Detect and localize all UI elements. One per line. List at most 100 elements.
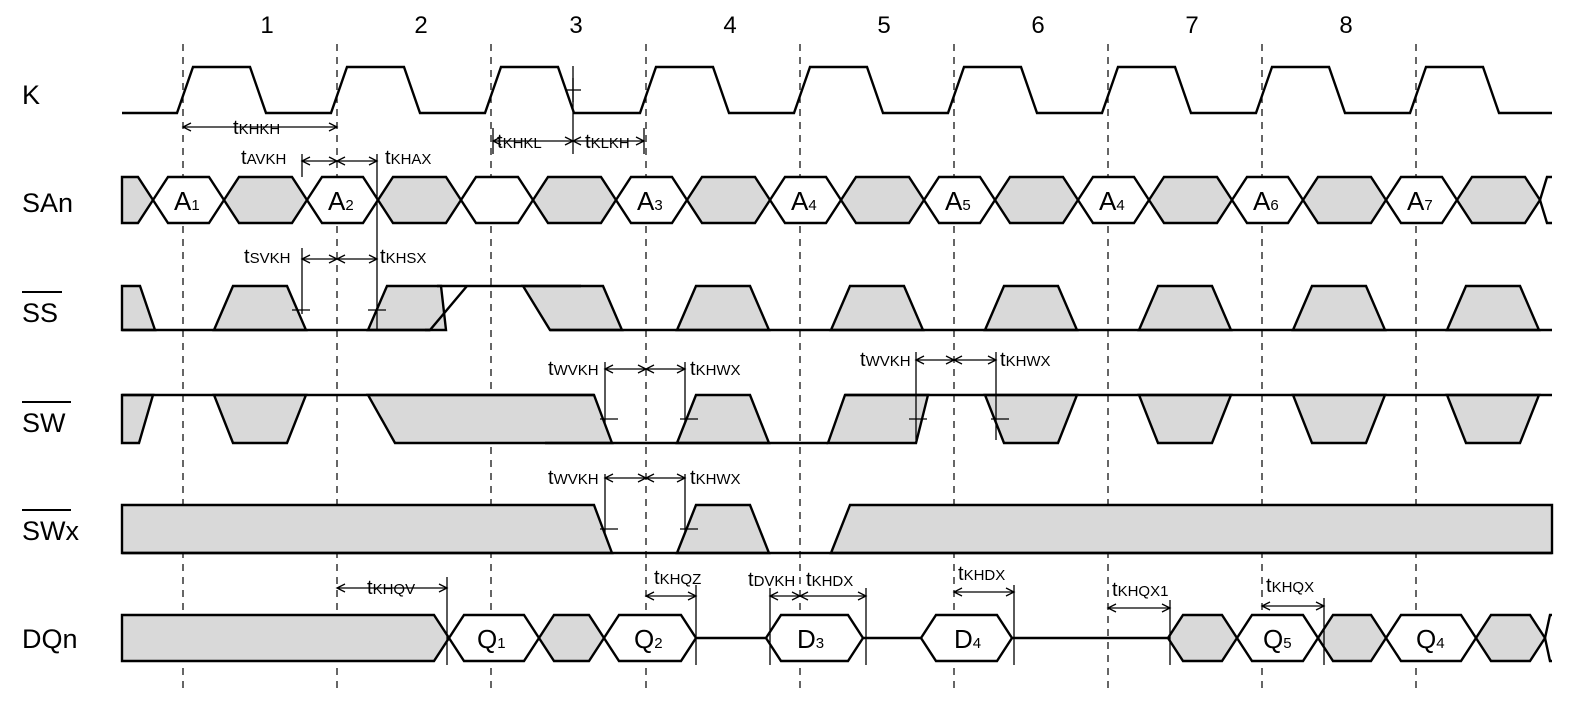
swx-waveform: [120, 503, 1554, 555]
timing-label-avkh: tAVKH: [241, 147, 286, 169]
data-label: Q5: [1263, 624, 1292, 654]
ss-pulse: [983, 284, 1079, 332]
timing-label-khsx: tKHSX: [380, 246, 426, 268]
signal-label-ss: SS: [22, 298, 58, 328]
bus-invalid: [1301, 175, 1388, 225]
address-label: A4: [1099, 186, 1125, 216]
san-bus: [120, 175, 1552, 225]
bus-invalid: [531, 175, 618, 225]
sw-pulse: [212, 393, 308, 445]
arrowhead: [603, 364, 687, 374]
bus-edge: [1543, 613, 1552, 663]
cycle-number: 3: [569, 12, 582, 39]
timing-label-khqx1: tKHQX1: [1112, 579, 1168, 601]
bus-edge: [1538, 175, 1552, 225]
ss-pulse: [1137, 284, 1233, 332]
data-label: D3: [797, 624, 824, 654]
bus-invalid: [1455, 175, 1542, 225]
arrowhead: [914, 355, 998, 365]
data-label: Q4: [1416, 624, 1445, 654]
ss-pulse: [675, 284, 771, 332]
ss-pulse: [520, 284, 624, 332]
timing-dimensions: [181, 66, 1326, 665]
cycle-number: 5: [877, 12, 890, 39]
arrowhead: [300, 254, 379, 264]
sw-pulse: [1445, 393, 1541, 445]
bus-invalid: [1147, 175, 1234, 225]
cycle-numbers: 1 2 3 4 5 6 7 8: [260, 12, 1352, 39]
timing-label-khwx: tKHWX: [1000, 349, 1051, 371]
bus-invalid: [376, 175, 463, 225]
ss-pulse: [120, 284, 157, 332]
ss-pulse: [1445, 284, 1541, 332]
arrowhead: [768, 591, 868, 601]
cycle-number: 8: [1339, 12, 1352, 39]
timing-label-wvkh: tWVKH: [548, 467, 599, 489]
address-label: A5: [945, 186, 971, 216]
address-label: A7: [1407, 186, 1433, 216]
timing-label-khkh: tKHKH: [233, 117, 280, 139]
swx-pulse: [120, 503, 614, 555]
arrowhead: [181, 122, 339, 132]
arrowhead: [335, 583, 449, 593]
ss-pulse: [829, 284, 925, 332]
timing-label-svkh: tSVKH: [244, 246, 290, 268]
ss-pulse: [212, 284, 308, 332]
sw-pulse: [365, 393, 614, 445]
timing-label-khqx: tKHQX: [1266, 575, 1314, 597]
cycle-number: 7: [1185, 12, 1198, 39]
bus-invalid: [120, 175, 155, 225]
cycle-number: 1: [260, 12, 273, 39]
arrowhead: [603, 473, 687, 483]
arrowhead: [644, 591, 698, 601]
arrowhead: [1260, 601, 1326, 611]
address-label: A3: [637, 186, 663, 216]
data-label: Q2: [634, 624, 663, 654]
timing-label-khax: tKHAX: [385, 147, 431, 169]
san-values: A1 A2 A3 A4 A5 A4 A6 A7: [174, 186, 1433, 216]
data-label: Q1: [477, 624, 506, 654]
signal-labels: K SAn SS SW SWx DQn: [22, 80, 79, 654]
signal-label-san: SAn: [22, 188, 73, 218]
timing-label-khwx: tKHWX: [690, 467, 741, 489]
timing-label-khdx: tKHDX: [806, 569, 853, 591]
signal-label-sw: SW: [22, 408, 66, 438]
cycle-number: 6: [1031, 12, 1044, 39]
timing-label-khqv: tKHQV: [367, 577, 415, 599]
sw-pulse: [1137, 393, 1233, 445]
timing-label-khqz: tKHQZ: [654, 567, 701, 589]
swx-pulse: [829, 503, 1554, 555]
arrowhead: [491, 136, 646, 146]
bus-valid: [459, 175, 535, 225]
k-clock-waveform: [122, 65, 1552, 115]
timing-label-wvkh: tWVKH: [548, 358, 599, 380]
sw-pulse: [120, 393, 155, 445]
arrowhead: [300, 156, 379, 166]
timing-label-khkl: tKHKL: [497, 131, 542, 153]
ss-waveform: [120, 284, 1552, 332]
address-label: A6: [1253, 186, 1279, 216]
dqn-values: Q1 Q2 D3 D4 Q5 Q4: [477, 624, 1445, 654]
sw-pulse: [1291, 393, 1387, 445]
dqn-bus: [120, 613, 1552, 663]
bus-invalid: [685, 175, 772, 225]
timing-label-klkh: tKLKH: [585, 131, 630, 153]
timing-labels: tKHKH tKHKL tKLKH tAVKH tKHAX tSVKH tKHS…: [233, 117, 1314, 601]
arrowhead: [1106, 603, 1172, 613]
sw-waveform: [120, 393, 1552, 445]
timing-label-khdx: tKHDX: [958, 563, 1005, 585]
bus-invalid: [537, 613, 606, 663]
bus-invalid: [1166, 613, 1239, 663]
bus-invalid: [1316, 613, 1388, 663]
arrowhead: [952, 587, 1016, 597]
timing-label-wvkh: tWVKH: [860, 349, 911, 371]
address-label: A4: [791, 186, 817, 216]
bus-invalid: [222, 175, 309, 225]
data-label: D4: [954, 624, 981, 654]
cycle-number: 2: [414, 12, 427, 39]
address-label: A2: [328, 186, 354, 216]
signal-label-k: K: [22, 80, 40, 110]
signal-label-dqn: DQn: [22, 624, 78, 654]
bus-invalid: [839, 175, 926, 225]
